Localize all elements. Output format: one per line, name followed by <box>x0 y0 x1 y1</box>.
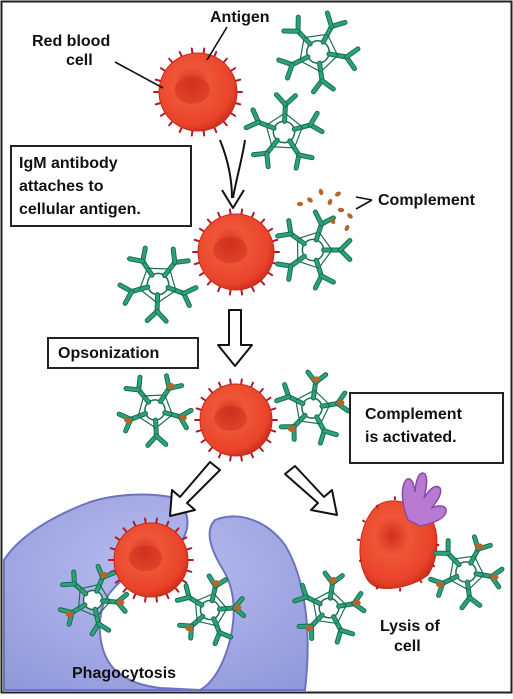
red-blood-cell-label-line1: Red blood <box>32 32 110 51</box>
phagocytosis-label: Phagocytosis <box>72 664 176 683</box>
igm-box-line3: cellular antigen. <box>19 199 141 220</box>
antigen-label: Antigen <box>210 8 270 27</box>
lysed-cell <box>357 473 446 591</box>
complement-activated-line1: Complement <box>365 404 462 425</box>
igm-antibody-lysis-right <box>427 531 507 614</box>
igm-box: IgM antibody attaches to cellular antige… <box>10 145 192 227</box>
complement-activated-box: Complement is activated. <box>349 392 504 464</box>
curved-arrow-shaft-left <box>220 140 232 198</box>
free-igm-antibody-2 <box>240 86 329 178</box>
complement-fragment <box>306 196 314 203</box>
membrane-attack-complex <box>402 473 446 526</box>
igm-antibody-right-step2 <box>278 212 350 288</box>
igm-antibody-right-step3 <box>273 366 353 449</box>
curved-arrow-shaft-right <box>233 140 245 198</box>
complement-fragment <box>334 190 342 197</box>
hollow-arrow-to-phagocytosis <box>170 462 220 516</box>
lysis-label-line1: Lysis of <box>380 617 440 636</box>
arrows-layer <box>170 140 337 516</box>
coated-red-blood-cell <box>193 209 279 294</box>
complement-fragment <box>346 212 354 220</box>
complement-fragment <box>344 224 351 232</box>
free-igm-antibody-1 <box>274 6 363 98</box>
red-blood-cell-label-line2: cell <box>66 51 93 70</box>
red-blood-cell <box>154 48 242 135</box>
opsonization-text: Opsonization <box>58 343 159 364</box>
igm-antibody-left-step3 <box>113 367 198 454</box>
rbc-leader-line <box>115 62 163 88</box>
opsonization-box: Opsonization <box>47 337 199 369</box>
complement-leader-line <box>356 197 372 209</box>
complement-fragment <box>327 198 333 206</box>
complement-label: Complement <box>378 191 475 210</box>
antigen-leader-line <box>207 27 227 60</box>
complement-fragment <box>318 188 324 195</box>
hollow-arrow-to-lysis <box>285 466 337 515</box>
complement-activated-line2: is activated. <box>365 427 457 448</box>
hollow-down-arrow <box>218 310 252 366</box>
lysis-label-line2: cell <box>394 637 421 656</box>
complement-fragment <box>338 208 345 213</box>
igm-box-line1: IgM antibody <box>19 153 118 174</box>
complement-fragments <box>297 188 354 232</box>
opsonized-red-blood-cell <box>195 379 277 460</box>
complement-fragment <box>297 202 303 206</box>
igm-box-line2: attaches to <box>19 176 103 197</box>
igm-antibody-left-step2 <box>112 236 206 332</box>
